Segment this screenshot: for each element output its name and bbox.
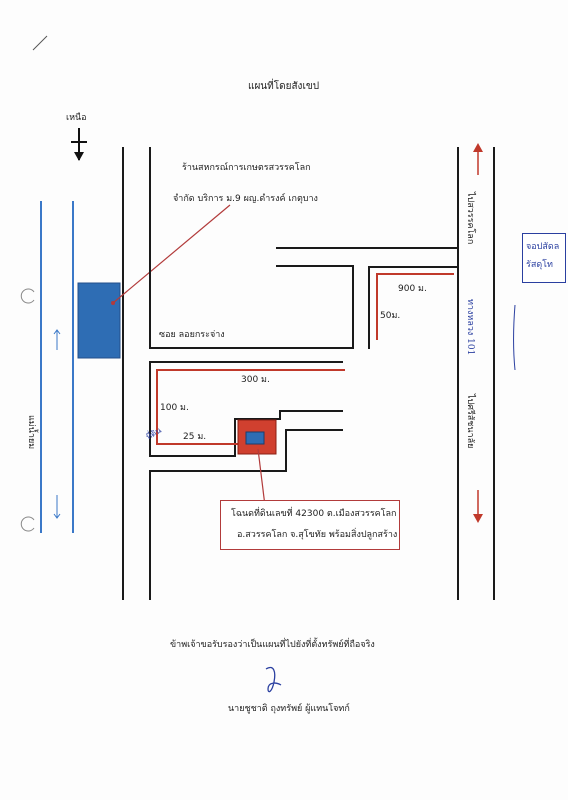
distance-300: 300 ม. [241,375,270,385]
highway-label-bottom: ไปศรีสัชนาลัย [465,394,475,449]
property-label-line1: โฉนดที่ดินเลขที่ 42300 ต.เมืองสวรรคโลก [231,509,397,519]
corner-mark [32,35,48,51]
shop-pointer-dot [111,301,115,305]
shop-pointer [112,204,231,304]
soi-block [149,147,458,349]
shop-label-line2: จำกัด บริการ ม.9 ผญ.ดำรงค์ เกตุบาง [173,194,318,204]
shop-label-line1: ร้านสหกรณ์การเกษตรสวรรคโลก [182,163,311,173]
distance-900: 900 ม. [398,284,427,294]
north-arrow-icon [71,128,87,161]
page-title: แผนที่โดยสังเขป [248,81,320,92]
north-label: เหนือ [66,113,87,123]
punch-hole-bottom [20,516,35,532]
highway-arrows [473,143,483,523]
highway-label-top: ไปสวรรคโลก [465,192,475,245]
property-label-line2: อ.สวรรคโลก จ.สุโขทัย พร้อมสิ่งปลูกสร้าง [237,530,398,540]
signature-mark [265,666,282,693]
distance-25: 25 ม. [183,432,207,442]
property-pointer [257,448,266,507]
soi-label: ซอย ลอยกระจ่าง [159,330,225,340]
route-line [156,273,454,445]
punch-hole-top [20,288,35,304]
certify-text: ข้าพเจ้าขอรับรองว่าเป็นแผนที่ไปยังที่ตั้… [170,640,375,650]
distance-50: 50ม. [380,311,401,321]
shop-building [77,282,121,359]
hand-bracket [513,304,516,371]
highway-number-hand: ทางหลวง 101 [465,299,475,356]
hand-note: จอปสัดล รัสดุโท [522,233,566,283]
property-house [245,431,265,445]
hand-note-line1: จอปสัดล [526,242,560,252]
property-label-box: โฉนดที่ดินเลขที่ 42300 ต.เมืองสวรรคโลก อ… [220,500,400,550]
signature-name: นายชูชาติ ถุงทรัพย์ ผู้แทนโจทก์ [228,704,350,714]
distance-100: 100 ม. [160,403,189,413]
river-arrows [53,329,61,519]
lower-block [149,361,343,600]
river [40,201,74,533]
hand-note-line2: รัสดุโท [526,260,553,270]
highway [457,147,495,600]
river-label: แม่น้ำยม [26,415,36,450]
